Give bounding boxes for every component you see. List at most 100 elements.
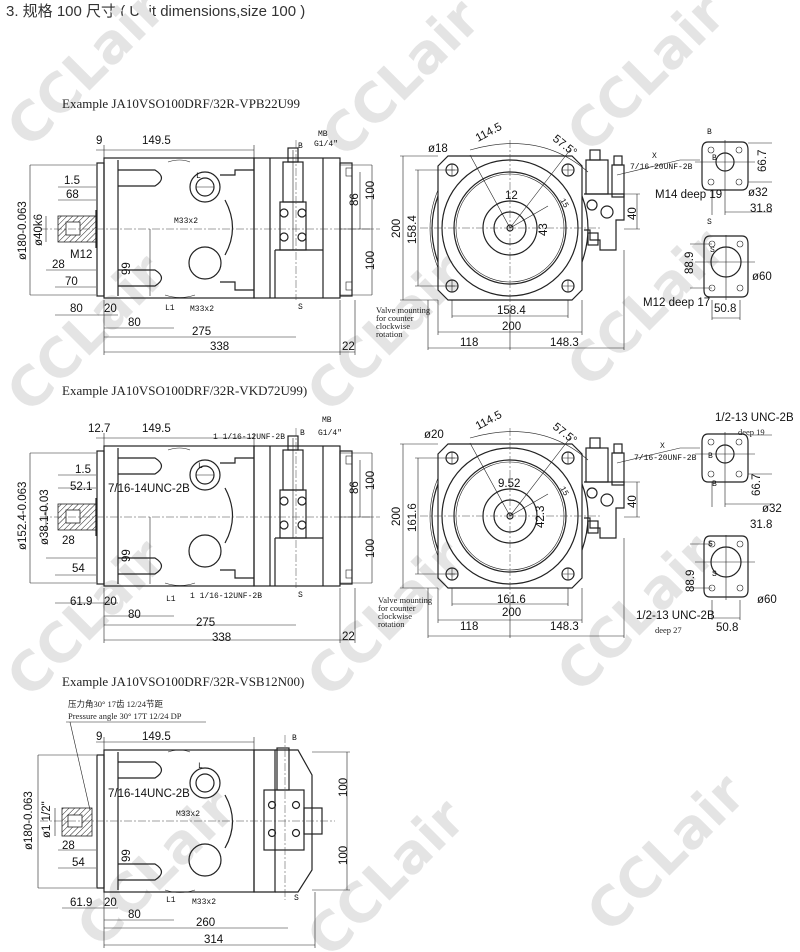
dim: 314 xyxy=(204,934,224,946)
dim: 22 xyxy=(342,631,355,643)
port-label: L1 xyxy=(166,595,176,604)
dim: ø32 xyxy=(762,503,782,515)
dim: 7/16-20UNF-2B xyxy=(634,454,697,463)
dim: 149.5 xyxy=(142,135,171,147)
dim: 7/16-20UNF-2B xyxy=(630,163,693,172)
port-label: S xyxy=(710,246,715,255)
dim: 61.9 xyxy=(70,897,92,909)
dim: 40 xyxy=(627,207,639,220)
side-view-drawing xyxy=(39,427,381,589)
example-title: Example JA10VSO100DRF/32R-VSB12N00) xyxy=(62,674,304,689)
side-view-drawing xyxy=(39,139,381,301)
dim: 100 xyxy=(338,846,350,865)
dim: 50.8 xyxy=(716,622,738,634)
dim: 52.1 xyxy=(70,481,92,493)
dim: 86 xyxy=(349,193,361,206)
dim: 99 xyxy=(121,849,133,862)
port-label: B xyxy=(712,480,717,489)
dim: 338 xyxy=(212,632,231,644)
dim: 50.8 xyxy=(714,303,736,315)
dim: 57.5° xyxy=(550,421,579,447)
side-view-drawing xyxy=(40,721,335,900)
dim: ø1 1/2" xyxy=(41,801,53,838)
dim: 161.6 xyxy=(407,503,419,532)
watermark: CCLair xyxy=(575,761,758,944)
example-3: Example JA10VSO100DRF/32R-VSB12N00) 压力角3… xyxy=(23,674,350,948)
note-line: clockwise xyxy=(378,611,412,621)
dim: M33x2 xyxy=(192,898,216,907)
port-label: B xyxy=(292,734,297,743)
dim: deep 19 xyxy=(738,427,765,437)
dim: 31.8 xyxy=(750,203,772,215)
example-1: Example JA10VSO100DRF/32R-VPB22U99 9 149… xyxy=(17,96,773,356)
spline-note-cn: 压力角30° 17齿 12/24节距 xyxy=(68,699,164,709)
side-dimensions: 9 149.5 B ø180-0.063 ø1 1/2" 7/16-14UNC-… xyxy=(23,731,350,946)
dim: ø180-0.063 xyxy=(23,791,35,850)
dim: ø32 xyxy=(748,187,768,199)
dim: 20 xyxy=(104,897,117,909)
note-line: for counter xyxy=(376,313,414,323)
port-label: S xyxy=(294,894,299,903)
dim: 1.5 xyxy=(64,175,80,187)
dim: ø60 xyxy=(752,271,772,283)
dim: 200 xyxy=(391,507,403,526)
port-label: B xyxy=(708,452,713,461)
dim: 15 xyxy=(557,485,570,498)
dim: 99 xyxy=(121,549,133,562)
dim: 7/16-14UNC-2B xyxy=(108,483,190,495)
dim: G1/4" xyxy=(318,429,342,438)
dim: ø180-0.063 xyxy=(17,201,29,260)
dim: 42.3 xyxy=(535,506,547,528)
dim: 7/16-14UNC-2B xyxy=(108,788,190,800)
dim: 61.9 xyxy=(70,596,92,608)
port-label: X xyxy=(660,442,665,451)
dim: 9 xyxy=(96,731,102,743)
example-2: Example JA10VSO100DRF/32R-VKD72U99) 12.7… xyxy=(17,383,794,644)
dim: M12 xyxy=(70,249,92,261)
dim: 54 xyxy=(72,563,85,575)
port-label: L xyxy=(198,462,203,471)
dim: ø20 xyxy=(424,429,444,441)
dim: 200 xyxy=(502,607,521,619)
dim: 20 xyxy=(104,596,117,608)
dim: 100 xyxy=(365,251,377,270)
dim: 80 xyxy=(128,909,141,921)
note-line: rotation xyxy=(376,329,403,339)
port-label: X xyxy=(652,152,657,161)
dim: 118 xyxy=(460,337,478,349)
dim: 200 xyxy=(391,219,403,238)
dim: 15 xyxy=(557,197,570,210)
port-label: B xyxy=(298,142,303,151)
dim: 275 xyxy=(192,326,211,338)
dim: 12.7 xyxy=(88,423,110,435)
dim: 149.5 xyxy=(142,423,171,435)
dim: 28 xyxy=(62,840,75,852)
dim: ø38.1-0.03 xyxy=(39,489,51,545)
side-dimensions: 9 149.5 MB G1/4" B 1.5 68 ø180-0.063 ø40… xyxy=(17,130,377,353)
note-line: for counter xyxy=(378,603,416,613)
dim: 66.7 xyxy=(757,150,769,172)
port-label: L xyxy=(196,172,201,181)
dim: 54 xyxy=(72,857,85,869)
dim: MB xyxy=(318,130,328,139)
dim: 338 xyxy=(210,341,229,353)
dim: 88.9 xyxy=(685,570,697,592)
dim: 80 xyxy=(70,303,83,315)
example-title: Example JA10VSO100DRF/32R-VPB22U99 xyxy=(62,96,300,111)
port-label: L1 xyxy=(166,896,176,905)
dim: 68 xyxy=(66,189,79,201)
side-dimensions: 12.7 149.5 1 1/16-12UNF-2B MB G1/4" B 1.… xyxy=(17,416,377,644)
dim: 22 xyxy=(342,341,355,353)
dim: M33x2 xyxy=(190,305,214,314)
dim: M33x2 xyxy=(174,217,198,226)
dim: 70 xyxy=(65,276,78,288)
dim: 1/2-13 UNC-2B xyxy=(715,412,794,424)
dim: 148.3 xyxy=(550,621,579,633)
dim: 9.52 xyxy=(498,478,520,490)
port-label: S xyxy=(712,570,717,579)
dim: G1/4" xyxy=(314,140,338,149)
dim: MB xyxy=(322,416,332,425)
dim: 100 xyxy=(365,471,377,490)
dim: deep 27 xyxy=(655,625,682,635)
